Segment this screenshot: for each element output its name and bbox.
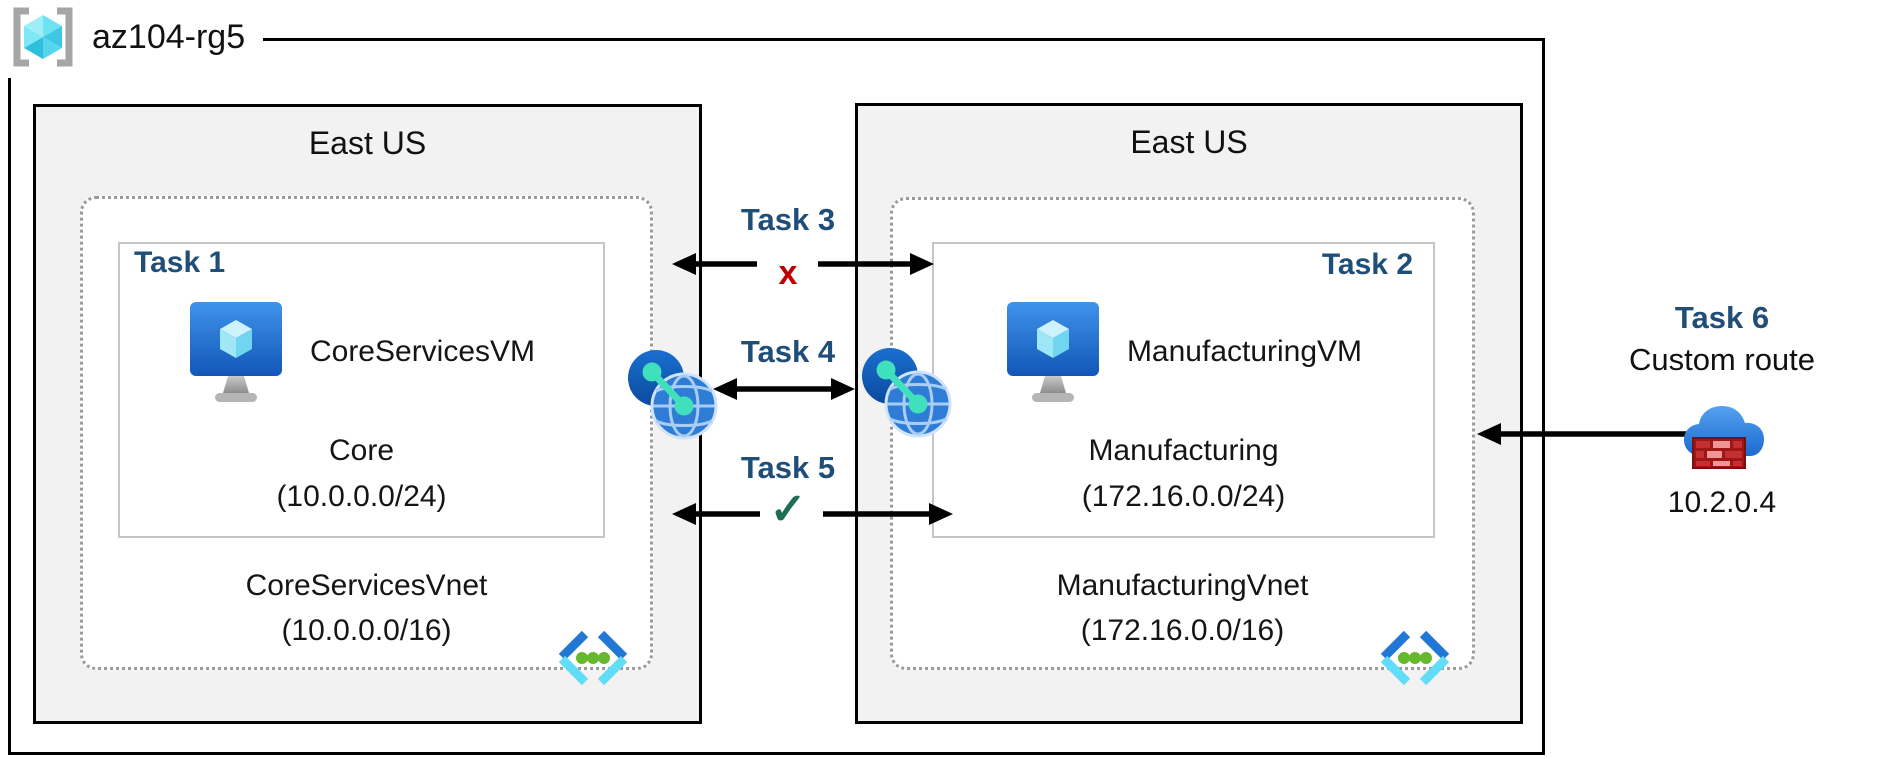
- resource-group-name: az104-rg5: [92, 17, 246, 56]
- vnet-name-block: ManufacturingVnet (172.16.0.0/16): [893, 563, 1472, 653]
- subnet-cidr: (10.0.0.0/24): [276, 480, 447, 513]
- subnet-cidr: (172.16.0.0/24): [1081, 480, 1286, 513]
- vnet-cidr: (10.0.0.0/16): [281, 614, 452, 647]
- vnet-name: CoreServicesVnet: [245, 569, 488, 602]
- vm-name: CoreServicesVM: [309, 335, 536, 368]
- task6-label: Task 6: [1674, 300, 1770, 335]
- virtual-network-icon: [1380, 631, 1450, 685]
- subnet-name-block: Manufacturing (172.16.0.0/24): [934, 428, 1433, 520]
- region-box-right: East US Task 2 ManufacturingVM M: [855, 103, 1523, 724]
- resource-group-icon: [13, 7, 73, 67]
- subnet-name-block: Core (10.0.0.0/24): [120, 428, 603, 520]
- task1-label: Task 1: [134, 246, 226, 279]
- virtual-machine-icon: [1006, 302, 1099, 402]
- vnet-peering-icon: [628, 350, 718, 440]
- subnet-box-manufacturing: Task 2 ManufacturingVM Manufacturing (17…: [932, 242, 1435, 538]
- virtual-machine-icon: [189, 302, 282, 402]
- subnet-name: Core: [328, 434, 395, 467]
- subnet-box-core: Task 1 CoreServicesVM Core (10.0.0.0/24): [118, 242, 605, 538]
- region-title-left: East US: [308, 125, 427, 161]
- vnet-peering-icon: [862, 348, 952, 438]
- task5-label: Task 5: [740, 450, 836, 485]
- task5-check-mark: ✓: [769, 485, 807, 534]
- task6-description: Custom route: [1628, 342, 1816, 377]
- vm-name: ManufacturingVM: [1126, 335, 1363, 368]
- vnet-name-block: CoreServicesVnet (10.0.0.0/16): [83, 563, 650, 653]
- task6-next-hop-ip: 10.2.0.4: [1667, 486, 1777, 519]
- vnet-box-manufacturing: Task 2 ManufacturingVM Manufacturing (17…: [890, 197, 1475, 685]
- firewall-bricks: [1692, 437, 1746, 469]
- nva-cloud-firewall-icon: [1684, 406, 1764, 469]
- task2-label: Task 2: [1321, 248, 1413, 281]
- region-box-left: East US Task 1 CoreServicesVM Co: [33, 104, 702, 724]
- vm-row-coreservices: CoreServicesVM: [120, 300, 603, 404]
- vnet-name: ManufacturingVnet: [1056, 569, 1309, 602]
- virtual-network-icon: [558, 631, 628, 685]
- task3-blocked-x: x: [778, 254, 798, 292]
- vm-row-manufacturing: ManufacturingVM: [934, 300, 1433, 404]
- task4-label: Task 4: [740, 334, 836, 369]
- vnet-cidr: (172.16.0.0/16): [1080, 614, 1285, 647]
- task3-label: Task 3: [740, 202, 836, 237]
- resource-group-label: az104-rg5: [6, 0, 264, 78]
- region-title-right: East US: [1130, 124, 1248, 160]
- subnet-name: Manufacturing: [1088, 434, 1279, 467]
- vnet-box-coreservices: Task 1 CoreServicesVM Core (10.0.0.0/24): [80, 196, 653, 685]
